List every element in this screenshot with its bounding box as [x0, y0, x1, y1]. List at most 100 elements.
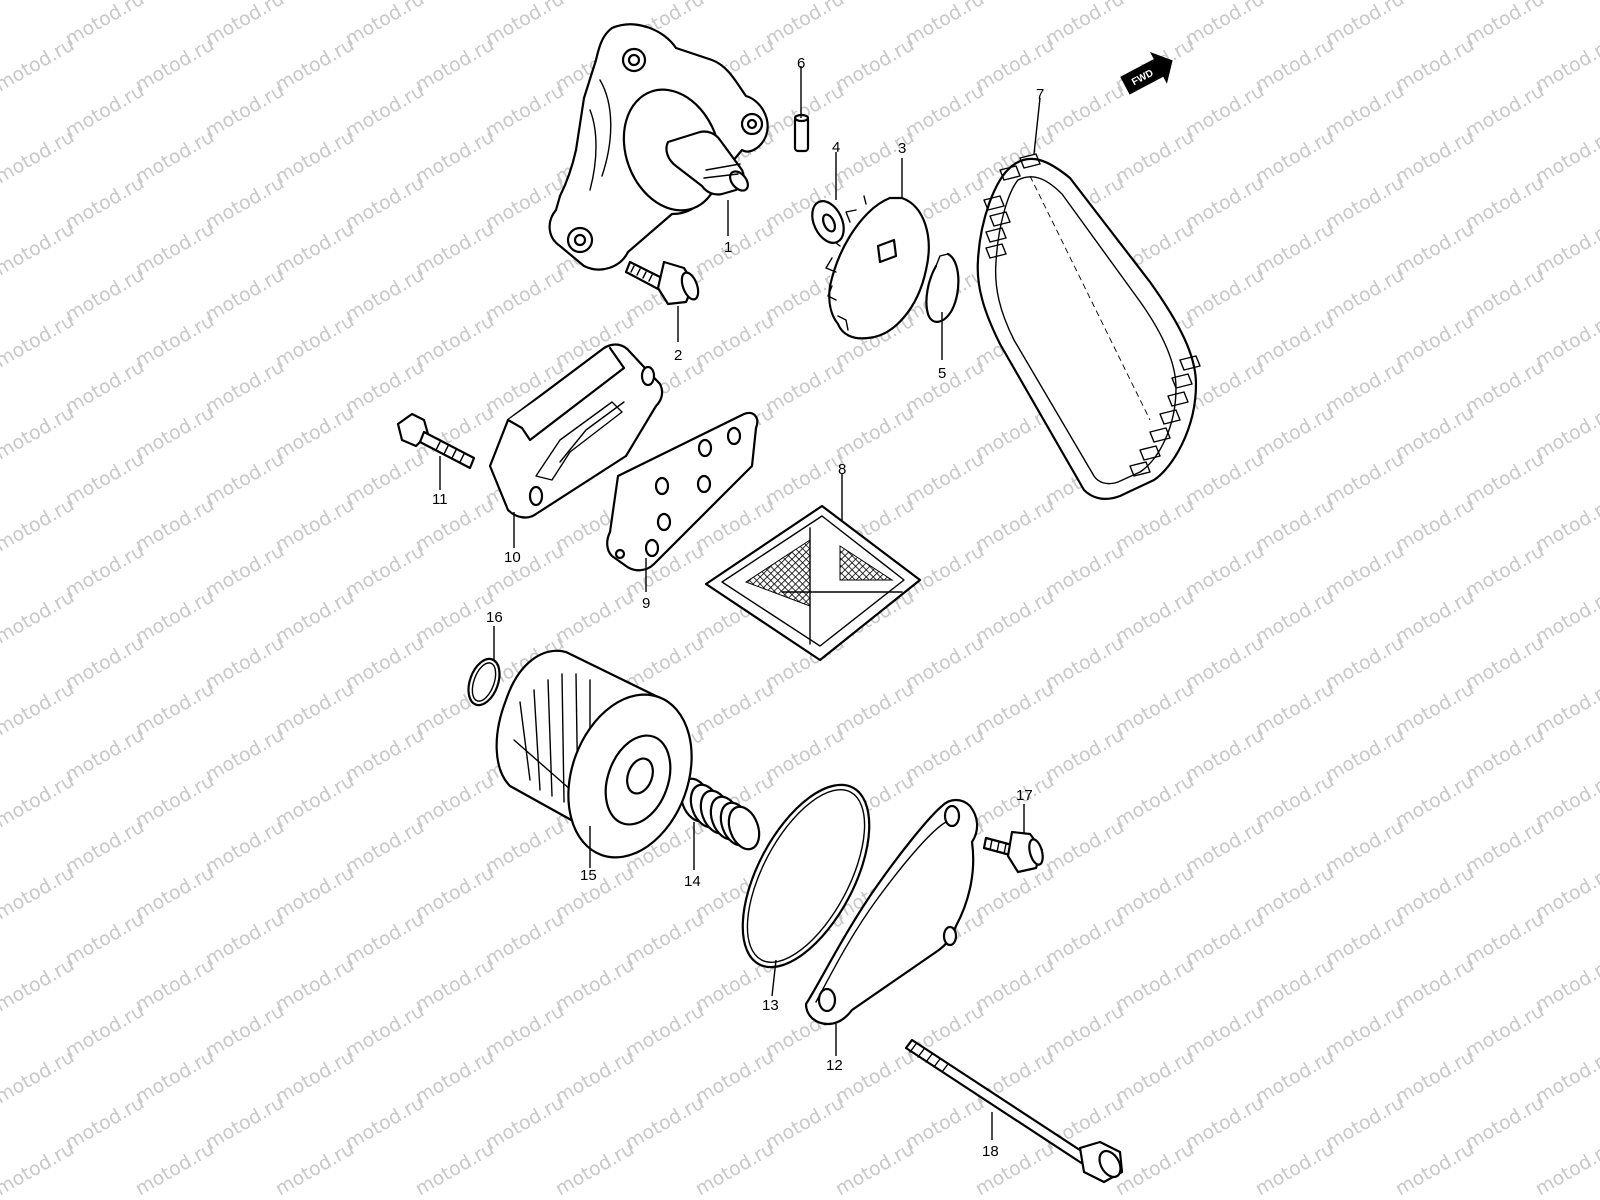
- watermark-text: motod.ru: [762, 1092, 848, 1155]
- watermark-text: motod.ru: [412, 494, 498, 557]
- watermark-text: motod.ru: [342, 1000, 428, 1063]
- callout-labels: 1 2 3 4 5 6 7 8 9 10 11 12 13 14 15 16 1…: [432, 55, 1044, 1160]
- part-11-bolt[interactable]: [396, 412, 476, 470]
- callout-17: 17: [1016, 787, 1033, 804]
- watermark-text: motod.ru: [1252, 770, 1338, 833]
- chain-links: [983, 153, 1201, 477]
- callout-3: 3: [898, 140, 906, 157]
- callout-8: 8: [838, 461, 846, 478]
- watermark-text: motod.ru: [1322, 816, 1408, 879]
- watermark-text: motod.ru: [482, 1092, 568, 1155]
- watermark-text: motod.ru: [1532, 494, 1600, 557]
- watermark-text: motod.ru: [1042, 540, 1128, 603]
- watermark-text: motod.ru: [132, 678, 218, 741]
- part-9-gasket[interactable]: [606, 411, 759, 572]
- watermark-text: motod.ru: [1182, 816, 1268, 879]
- watermark-text: motod.ru: [902, 724, 988, 787]
- watermark-text: motod.ru: [342, 80, 428, 143]
- watermark-text: motod.ru: [1252, 218, 1338, 281]
- watermark-text: motod.ru: [692, 1138, 778, 1200]
- watermark-text: motod.ru: [62, 724, 148, 787]
- watermark-text: motod.ru: [972, 494, 1058, 557]
- watermark-text: motod.ru: [62, 540, 148, 603]
- watermark-text: motod.ru: [552, 586, 638, 649]
- watermark-text: motod.ru: [1392, 494, 1478, 557]
- watermark-text: motod.ru: [1532, 862, 1600, 925]
- part-15-oil-filter[interactable]: [495, 649, 714, 875]
- watermark-text: motod.ru: [1392, 862, 1478, 925]
- watermark-text: motod.ru: [1322, 1000, 1408, 1063]
- watermark-text: motod.ru: [1462, 724, 1548, 787]
- watermark-text: motod.ru: [0, 954, 78, 1017]
- watermark-text: motod.ru: [1322, 724, 1408, 787]
- watermark-text: motod.ru: [1112, 954, 1198, 1017]
- watermark-text: motod.ru: [342, 172, 428, 235]
- watermark-text: motod.ru: [1042, 632, 1128, 695]
- watermark-text: motod.ru: [832, 1046, 918, 1109]
- watermark-text: motod.ru: [1252, 1046, 1338, 1109]
- watermark-text: motod.ru: [62, 1000, 148, 1063]
- part-5-circlip[interactable]: [925, 252, 960, 323]
- callout-16: 16: [486, 609, 503, 626]
- part-17-bolt[interactable]: [982, 830, 1045, 874]
- watermark-text: motod.ru: [272, 1138, 358, 1200]
- watermark-text: motod.ru: [202, 724, 288, 787]
- watermark-text: motod.ru: [1182, 172, 1268, 235]
- part-8-oil-strainer[interactable]: [704, 504, 922, 662]
- watermark-text: motod.ru: [0, 494, 78, 557]
- watermark-text: motod.ru: [1112, 862, 1198, 925]
- watermark-text: motod.ru: [342, 908, 428, 971]
- part-3-sprocket[interactable]: [825, 195, 930, 340]
- watermark-text: motod.ru: [1462, 356, 1548, 419]
- part-16-o-ring[interactable]: [463, 655, 506, 710]
- watermark-text: motod.ru: [972, 770, 1058, 833]
- watermark-text: motod.ru: [62, 0, 148, 50]
- part-6-dowel-pin[interactable]: [793, 113, 810, 153]
- watermark-text: motod.ru: [1112, 1046, 1198, 1109]
- watermark-text: motod.ru: [622, 1092, 708, 1155]
- watermark-text: motod.ru: [272, 770, 358, 833]
- part-13-o-ring[interactable]: [717, 765, 896, 987]
- watermark-text: motod.ru: [272, 218, 358, 281]
- watermark-text: motod.ru: [272, 494, 358, 557]
- watermark-text: motod.ru: [692, 678, 778, 741]
- watermark-text: motod.ru: [1532, 402, 1600, 465]
- watermark-text: motod.ru: [202, 264, 288, 327]
- watermark-text: motod.ru: [1182, 908, 1268, 971]
- part-4-washer[interactable]: [806, 196, 850, 248]
- watermark-text: motod.ru: [1392, 1046, 1478, 1109]
- watermark-text: motod.ru: [1322, 540, 1408, 603]
- watermark-text: motod.ru: [1252, 402, 1338, 465]
- watermark-text: motod.ru: [1112, 494, 1198, 557]
- watermark-text: motod.ru: [0, 770, 78, 833]
- watermark-text: motod.ru: [692, 310, 778, 373]
- watermark-text: motod.ru: [62, 356, 148, 419]
- watermark-text: motod.ru: [762, 356, 848, 419]
- watermark-text: motod.ru: [1462, 1092, 1548, 1155]
- watermark-text: motod.ru: [1182, 1000, 1268, 1063]
- part-12-filter-cap[interactable]: [804, 798, 979, 1026]
- watermark-text: motod.ru: [1462, 0, 1548, 50]
- watermark-text: motod.ru: [1532, 954, 1600, 1017]
- watermark-text: motod.ru: [832, 34, 918, 97]
- part-1-oil-pump[interactable]: [548, 23, 769, 271]
- part-10-cover[interactable]: [488, 343, 664, 519]
- watermark-text: motod.ru: [342, 540, 428, 603]
- watermark-text: motod.ru: [1042, 724, 1128, 787]
- watermark-text: motod.ru: [482, 80, 568, 143]
- watermark-text: motod.ru: [902, 540, 988, 603]
- watermark-text: motod.ru: [0, 402, 78, 465]
- part-14-spring[interactable]: [675, 775, 764, 854]
- part-7-chain[interactable]: [976, 153, 1201, 500]
- part-2-bolt[interactable]: [624, 260, 701, 306]
- watermark-text: motod.ru: [692, 1046, 778, 1109]
- watermark-text: motod.ru: [552, 1046, 638, 1109]
- watermark-text: motod.ru: [1182, 264, 1268, 327]
- watermark-text: motod.ru: [0, 1138, 78, 1200]
- watermark-text: motod.ru: [1322, 264, 1408, 327]
- callout-15: 15: [580, 867, 597, 884]
- watermark-text: motod.ru: [1532, 1138, 1600, 1200]
- watermark-text: motod.ru: [902, 0, 988, 50]
- part-18-long-bolt[interactable]: [904, 1038, 1125, 1184]
- watermark-text: motod.ru: [62, 264, 148, 327]
